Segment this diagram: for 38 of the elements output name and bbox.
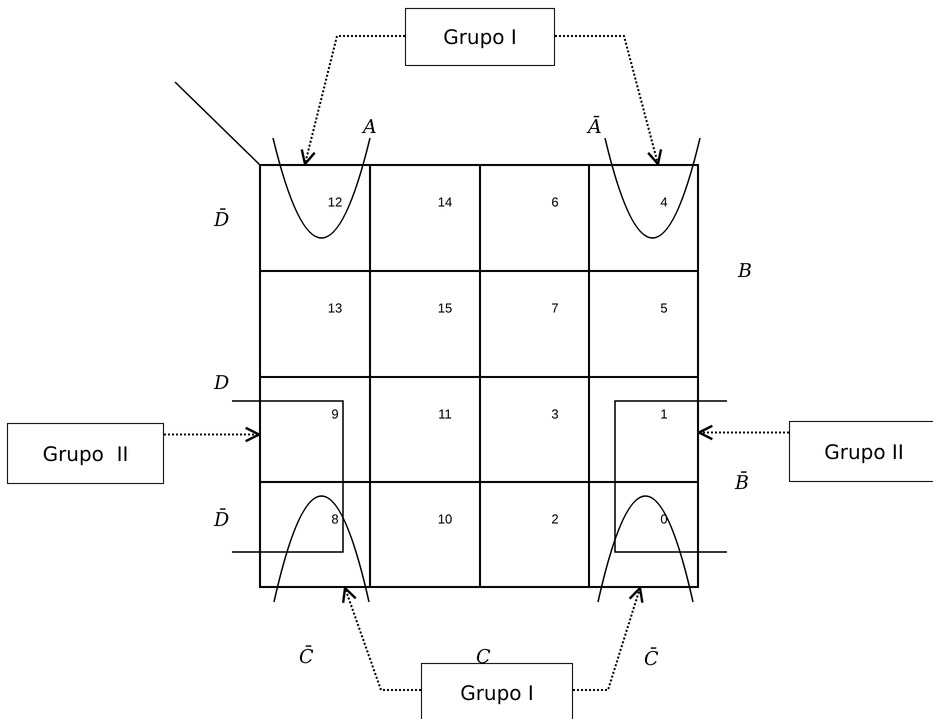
- variable-label: A: [363, 118, 377, 137]
- group-box: [7, 423, 164, 484]
- minterm-number: 12: [328, 194, 342, 210]
- minterm-number: 11: [438, 406, 452, 422]
- minterm-number: 3: [551, 406, 559, 422]
- minterm-number: 10: [438, 512, 452, 526]
- variable-label: C: [476, 648, 491, 667]
- minterm-number: 4: [660, 194, 668, 210]
- dotted-arrow: [164, 426, 260, 442]
- map-cell: [588, 481, 699, 588]
- variable-label: Ā: [588, 118, 602, 137]
- minterm-number: 7: [551, 300, 559, 316]
- variable-label: B: [738, 262, 752, 281]
- minterm-number: 6: [551, 194, 559, 210]
- minterm-number: 5: [660, 300, 668, 316]
- minterm-number: 8: [331, 512, 339, 526]
- group-box: [405, 8, 555, 66]
- group-box: [421, 663, 573, 719]
- map-cell: [588, 164, 699, 272]
- map-cell: [259, 164, 371, 272]
- dotted-arrow: [573, 586, 644, 691]
- dotted-arrow: [555, 35, 662, 166]
- group-label: Grupo I: [460, 681, 534, 705]
- group-label: Grupo II: [42, 442, 128, 466]
- minterm-number: 14: [438, 194, 452, 210]
- minterm-number: 15: [438, 300, 452, 316]
- group-box: [789, 421, 933, 482]
- dotted-arrow: [300, 35, 405, 166]
- variable-label: D: [214, 374, 230, 393]
- group-label: Grupo II: [824, 440, 904, 464]
- minterm-number: 13: [328, 300, 342, 316]
- map-cell: [259, 481, 371, 588]
- minterm-number: 2: [551, 512, 559, 526]
- group-label: Grupo I: [443, 25, 517, 49]
- minterm-number: 9: [331, 406, 339, 422]
- dotted-arrow: [698, 424, 789, 440]
- minterm-number: 1: [660, 406, 668, 422]
- dotted-arrow: [342, 586, 421, 691]
